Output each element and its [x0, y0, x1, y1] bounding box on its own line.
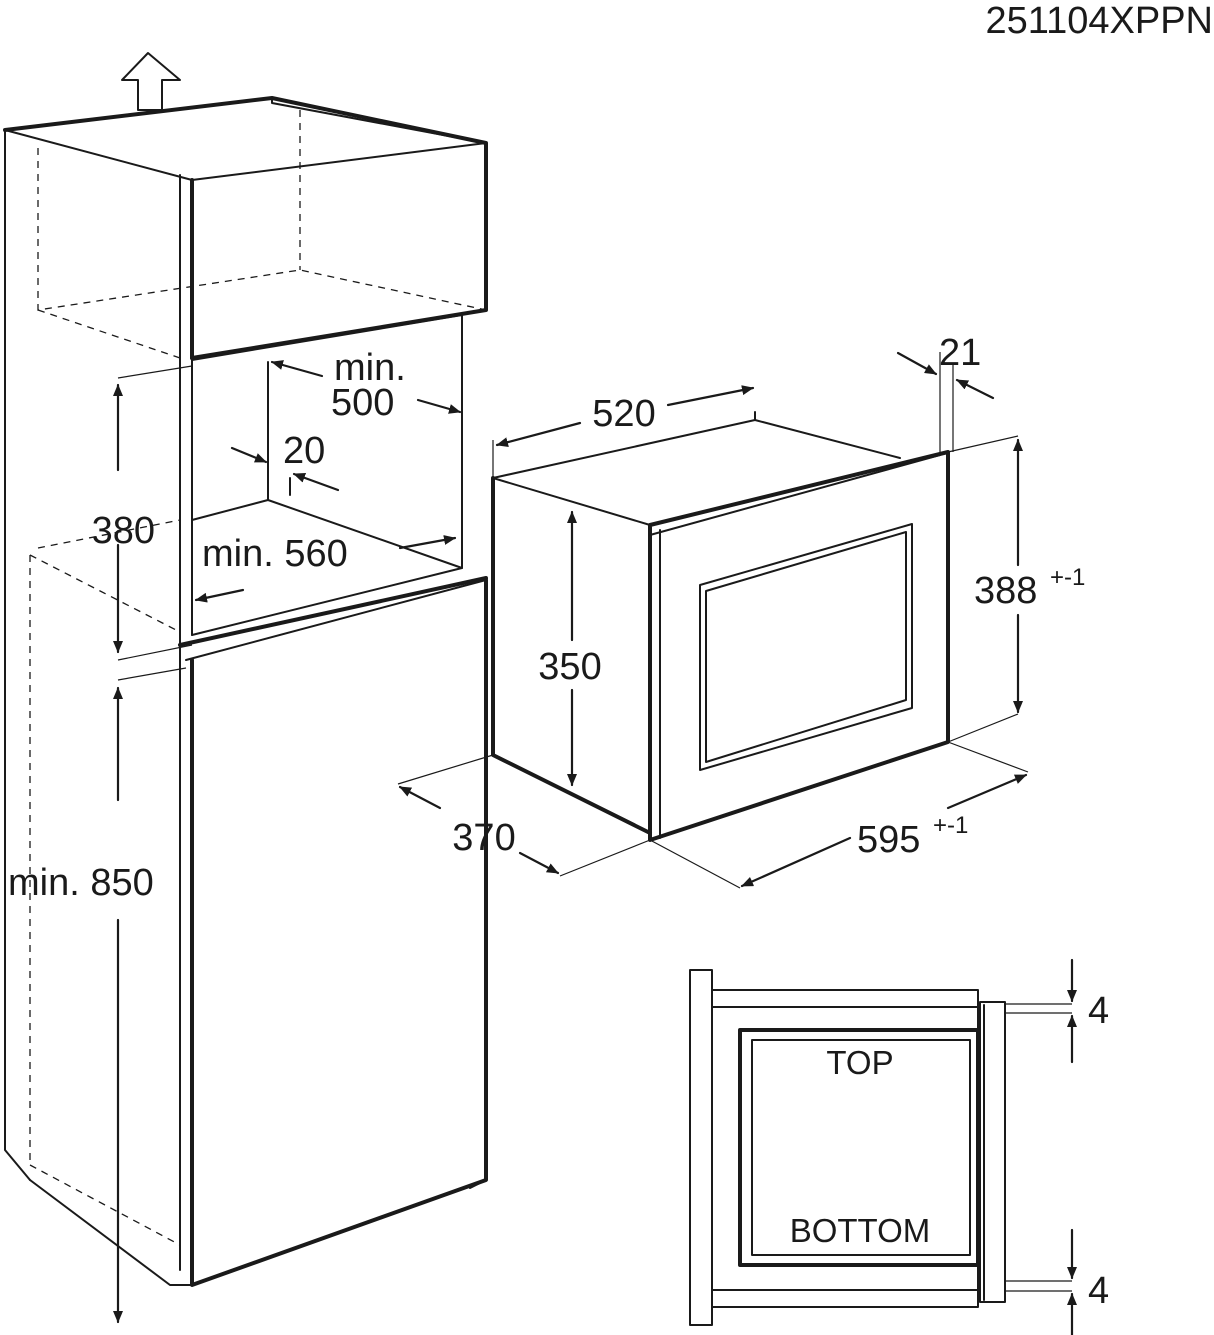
front-width-tolerance: +-1 [933, 812, 968, 839]
body-height-label: 350 [538, 646, 601, 688]
bottom-label: BOTTOM [790, 1212, 931, 1249]
niche-depth-label-value: 500 [331, 382, 394, 424]
frame-thickness-label: 21 [939, 332, 981, 374]
bottom-gap-label: 4 [1088, 1270, 1109, 1312]
appliance [397, 352, 1029, 889]
base-height-label: min. 850 [8, 862, 154, 904]
front-height-label: 388 [974, 570, 1037, 612]
niche-width-label: min. 560 [202, 533, 348, 575]
cabinet-dimensions [113, 360, 462, 1324]
back-gap-label: 20 [283, 430, 325, 472]
niche-height-label: 380 [92, 510, 155, 552]
up-arrow-icon [121, 52, 181, 111]
drawing-code: 251104XPPN [986, 0, 1213, 42]
cabinet [3, 96, 488, 1287]
top-gap-label: 4 [1088, 990, 1109, 1032]
depth-label: 520 [592, 393, 655, 435]
front-width-label: 595 [857, 819, 920, 861]
front-section-view [689, 969, 1072, 1326]
appliance-dimensions [398, 351, 1028, 888]
top-label: TOP [826, 1044, 893, 1081]
niche-depth-label-min: min. [334, 347, 406, 389]
front-height-tolerance: +-1 [1050, 564, 1085, 591]
body-width-label: 370 [452, 817, 515, 859]
